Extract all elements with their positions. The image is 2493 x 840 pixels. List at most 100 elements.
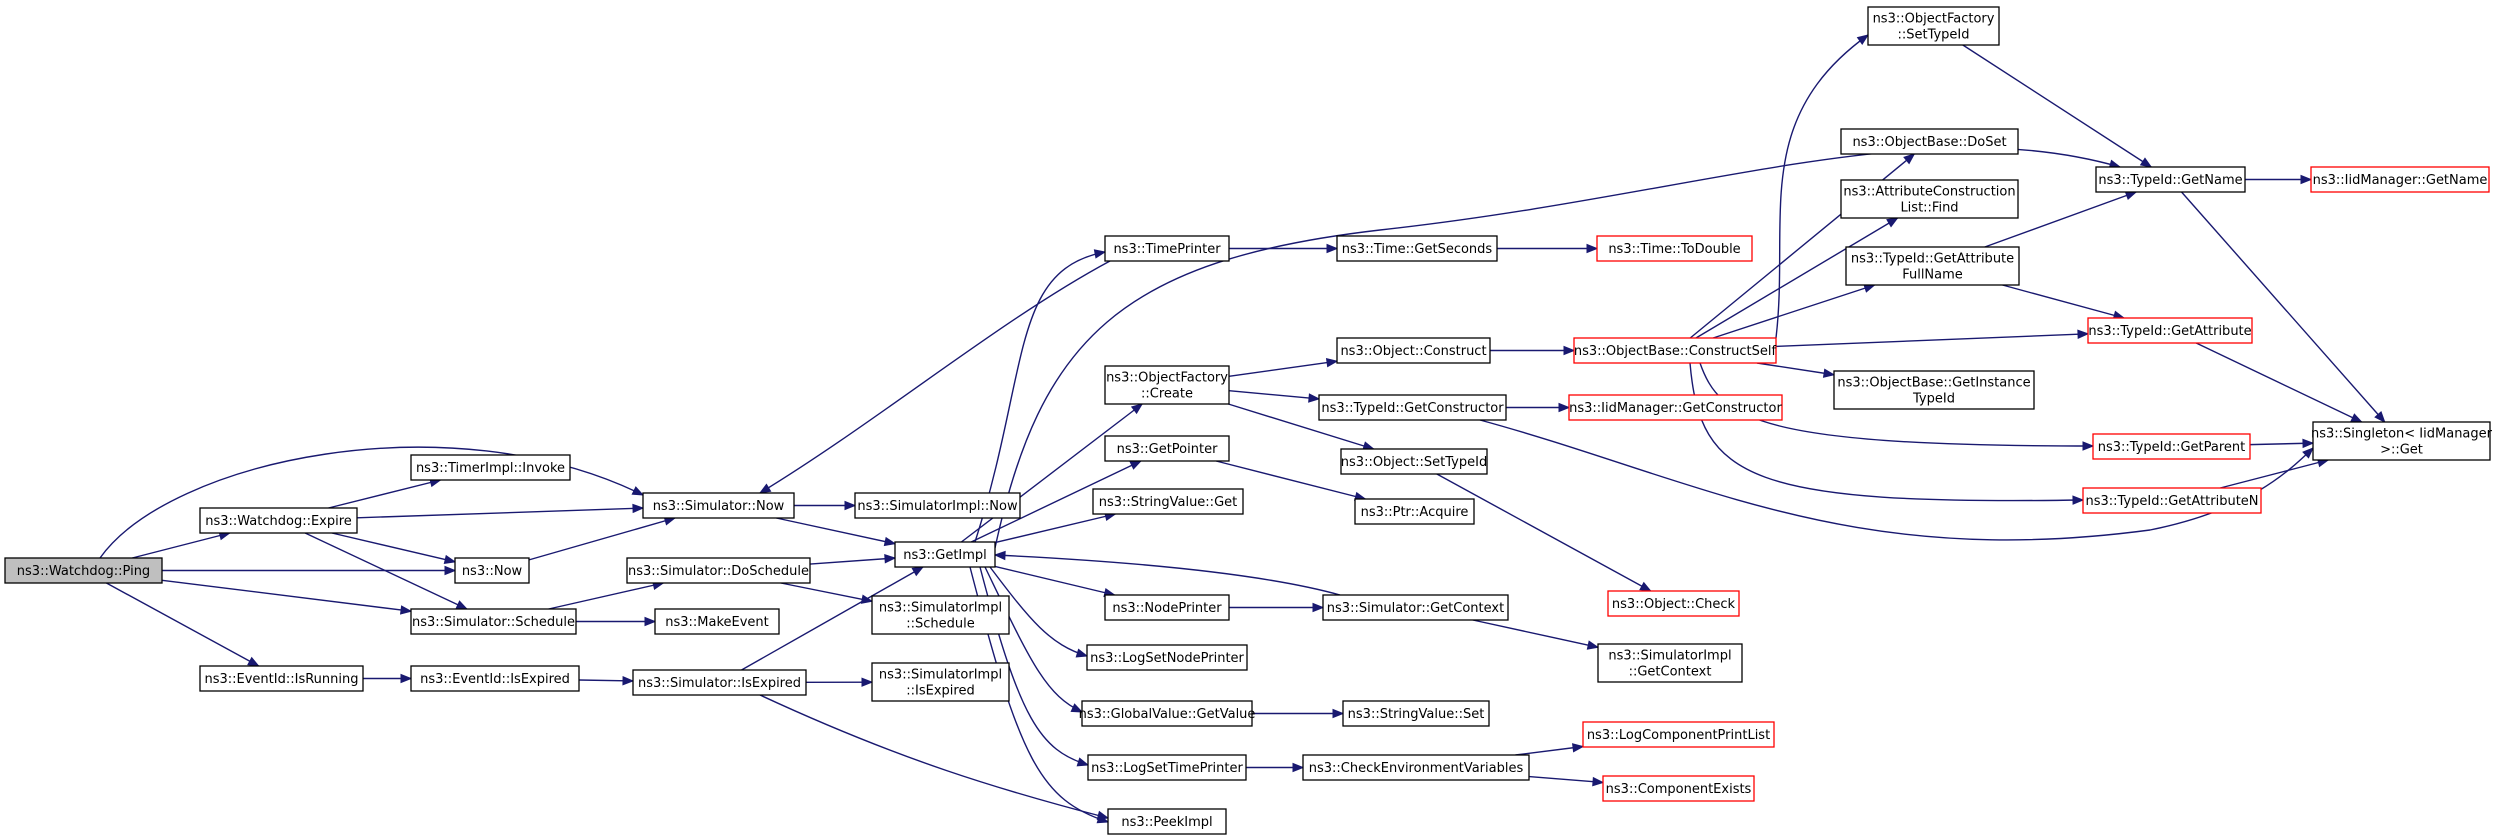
edge-timeprinter-to-getseconds-arrowhead <box>1326 243 1339 254</box>
node-svset[interactable]: ns3::StringValue::Set <box>1342 700 1490 727</box>
node-peekimpl[interactable]: ns3::PeekImpl <box>1107 808 1227 835</box>
edge-getpointer-to-ptracquire <box>1215 460 1366 500</box>
node-simgetctx[interactable]: ns3::Simulator::GetContext <box>1322 594 1509 621</box>
node-box-objconstruct <box>1336 337 1491 364</box>
node-singleton[interactable]: ns3::Singleton< IidManager>::Get <box>2311 421 2493 461</box>
edge-expire-to-simnow <box>356 507 644 519</box>
node-checkenv[interactable]: ns3::CheckEnvironmentVariables <box>1302 754 1530 781</box>
node-ofcreate[interactable]: ns3::ObjectFactory::Create <box>1104 365 1230 405</box>
node-constructself[interactable]: ns3::ObjectBase::ConstructSelf <box>1573 337 1777 364</box>
node-box-obgetinst <box>1833 370 2035 410</box>
edge-eidexpired-to-simexpired-arrowhead <box>622 676 635 686</box>
node-isrunning[interactable]: ns3::EventId::IsRunning <box>199 665 364 692</box>
node-box-obdoset <box>1840 128 2019 155</box>
node-box-logsetnp <box>1086 644 1248 671</box>
node-getpointer[interactable]: ns3::GetPointer <box>1104 435 1230 462</box>
node-label-tidgafn: FullName <box>1902 268 1963 283</box>
node-label-obgetinst: TypeId <box>1912 392 1955 407</box>
node-schedule[interactable]: ns3::Simulator::Schedule <box>410 608 577 635</box>
node-doschedule[interactable]: ns3::Simulator::DoSchedule <box>626 557 811 584</box>
node-box-iidgetctor <box>1568 394 1783 421</box>
node-logsetnp[interactable]: ns3::LogSetNodePrinter <box>1086 644 1248 671</box>
edge-expire-to-simnow-arrowhead <box>632 503 645 514</box>
node-iidgetctor[interactable]: ns3::IidManager::GetConstructor <box>1568 394 1783 421</box>
node-label-logsetnp: ns3::LogSetNodePrinter <box>1090 651 1244 666</box>
edge-expire-to-now <box>331 532 456 563</box>
node-box-todouble <box>1596 235 1753 262</box>
node-label-ping: ns3::Watchdog::Ping <box>17 564 150 579</box>
node-getimpl[interactable]: ns3::GetImpl <box>894 541 996 568</box>
node-logsettp[interactable]: ns3::LogSetTimePrinter <box>1087 754 1247 781</box>
node-tidgetattr[interactable]: ns3::TypeId::GetAttribute <box>2087 317 2253 344</box>
node-label-schedule: ns3::Simulator::Schedule <box>412 615 575 630</box>
node-iidgetname[interactable]: ns3::IidManager::GetName <box>2310 166 2490 193</box>
node-simexpired[interactable]: ns3::Simulator::IsExpired <box>632 669 807 696</box>
node-box-checkenv <box>1302 754 1530 781</box>
edge-timeprinter-to-simnow-arrowhead <box>758 483 772 494</box>
node-gvgetvalue[interactable]: ns3::GlobalValue::GetValue <box>1079 700 1256 727</box>
node-implnow[interactable]: ns3::SimulatorImpl::Now <box>854 492 1021 519</box>
node-expire[interactable]: ns3::Watchdog::Expire <box>199 507 358 534</box>
node-box-eidexpired <box>410 665 580 692</box>
node-label-objcheck: ns3::Object::Check <box>1612 597 1736 612</box>
node-label-doschedule: ns3::Simulator::DoSchedule <box>628 564 809 579</box>
node-nodeprinter[interactable]: ns3::NodePrinter <box>1104 594 1230 621</box>
node-todouble[interactable]: ns3::Time::ToDouble <box>1596 235 1753 262</box>
node-label-obdoset: ns3::ObjectBase::DoSet <box>1852 135 2006 150</box>
node-label-obgetinst: ns3::ObjectBase::GetInstance <box>1837 376 2030 391</box>
node-ofsettid[interactable]: ns3::ObjectFactory::SetTypeId <box>1867 6 2000 46</box>
edge-tidgetctor-to-singleton <box>1479 419 2314 541</box>
node-now[interactable]: ns3::Now <box>454 557 530 584</box>
node-obdoset[interactable]: ns3::ObjectBase::DoSet <box>1840 128 2019 155</box>
node-objconstruct[interactable]: ns3::Object::Construct <box>1336 337 1491 364</box>
node-label-eidexpired: ns3::EventId::IsExpired <box>420 672 570 687</box>
edge-ping-to-isrunning <box>106 582 259 667</box>
node-label-implexpired: ::IsExpired <box>906 684 974 699</box>
node-svget[interactable]: ns3::StringValue::Get <box>1092 488 1244 515</box>
node-logcpl[interactable]: ns3::LogComponentPrintList <box>1582 721 1775 748</box>
node-simnow[interactable]: ns3::Simulator::Now <box>642 492 795 519</box>
node-box-ofcreate <box>1104 365 1230 405</box>
node-label-tidgetattrn: ns3::TypeId::GetAttributeN <box>2085 494 2258 509</box>
node-box-timerinvoke <box>410 454 571 481</box>
node-tidgetparent[interactable]: ns3::TypeId::GetParent <box>2092 433 2251 460</box>
edge-tidgetparent-to-singleton-arrowhead <box>2302 438 2315 449</box>
edge-simnow-to-implnow-arrowhead <box>844 500 857 511</box>
node-timeprinter[interactable]: ns3::TimePrinter <box>1104 235 1230 262</box>
edge-ping-to-expire <box>132 532 230 559</box>
node-label-svget: ns3::StringValue::Get <box>1099 495 1237 510</box>
node-implexpired[interactable]: ns3::SimulatorImpl::IsExpired <box>871 662 1010 702</box>
node-ping[interactable]: ns3::Watchdog::Ping <box>4 557 163 584</box>
node-box-simexpired <box>632 669 807 696</box>
edge-tidgetctor-to-singleton-arrowhead <box>2302 447 2314 459</box>
edge-ping-to-schedule <box>161 579 412 612</box>
node-label-singleton: ns3::Singleton< IidManager <box>2311 427 2493 442</box>
node-ptracquire[interactable]: ns3::Ptr::Acquire <box>1354 498 1475 525</box>
node-tidgetname[interactable]: ns3::TypeId::GetName <box>2095 166 2246 193</box>
node-label-getpointer: ns3::GetPointer <box>1117 442 1218 457</box>
node-eidexpired[interactable]: ns3::EventId::IsExpired <box>410 665 580 692</box>
node-compexists[interactable]: ns3::ComponentExists <box>1602 775 1755 802</box>
edge-ofcreate-to-tidgetctor-arrowhead <box>1308 393 1321 403</box>
edge-constructself-to-tidgetattr <box>1775 333 2089 348</box>
node-getseconds[interactable]: ns3::Time::GetSeconds <box>1336 235 1498 262</box>
edge-checkenv-to-logcpl <box>1515 745 1584 756</box>
node-label-implschedule: ::Schedule <box>906 617 975 632</box>
node-tidgetctor[interactable]: ns3::TypeId::GetConstructor <box>1318 394 1507 421</box>
node-label-isrunning: ns3::EventId::IsRunning <box>204 672 358 687</box>
node-tidgetattrn[interactable]: ns3::TypeId::GetAttributeN <box>2082 487 2262 514</box>
node-timerinvoke[interactable]: ns3::TimerImpl::Invoke <box>410 454 571 481</box>
node-label-simgetctx: ns3::Simulator::GetContext <box>1327 601 1504 616</box>
node-box-expire <box>199 507 358 534</box>
node-objcheck[interactable]: ns3::Object::Check <box>1607 590 1740 617</box>
node-implschedule[interactable]: ns3::SimulatorImpl::Schedule <box>871 595 1010 635</box>
node-implgetctx[interactable]: ns3::SimulatorImpl::GetContext <box>1597 643 1743 683</box>
node-objsettid[interactable]: ns3::Object::SetTypeId <box>1340 448 1488 475</box>
node-label-tidgetname: ns3::TypeId::GetName <box>2098 173 2242 188</box>
node-makeevent[interactable]: ns3::MakeEvent <box>654 608 780 635</box>
edge-simgetctx-to-getimpl-arrowhead <box>993 550 1006 561</box>
